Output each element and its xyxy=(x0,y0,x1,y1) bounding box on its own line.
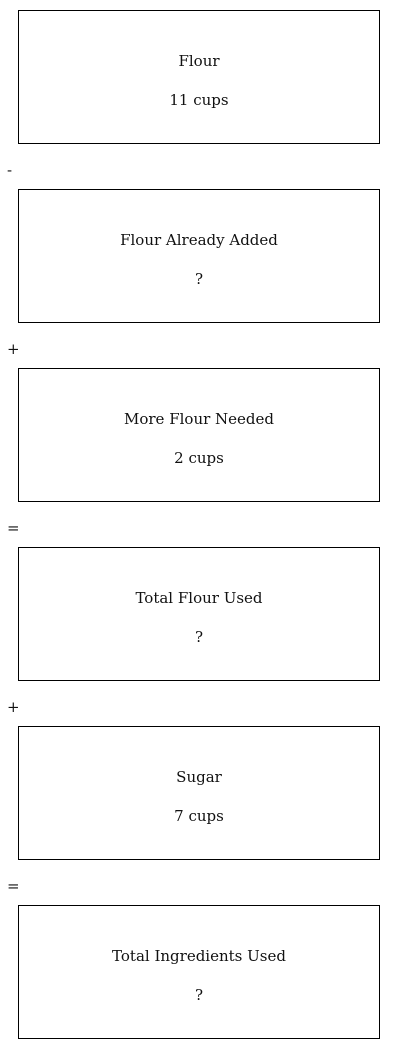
more-flour-needed-box: More Flour Needed 2 cups xyxy=(18,368,380,502)
flour-value: 11 cups xyxy=(169,91,229,109)
flour-already-added-box: Flour Already Added ? xyxy=(18,189,380,323)
flour-already-added-value: ? xyxy=(194,270,204,288)
total-flour-used-value: ? xyxy=(194,628,204,646)
total-ingredients-used-box: Total Ingredients Used ? xyxy=(18,905,380,1039)
total-ingredients-used-label: Total Ingredients Used xyxy=(112,947,286,965)
total-flour-used-label: Total Flour Used xyxy=(135,589,263,607)
plus-operator: + xyxy=(7,340,20,358)
more-flour-needed-value: 2 cups xyxy=(174,449,224,467)
minus-operator: - xyxy=(7,161,13,179)
flour-box: Flour 11 cups xyxy=(18,10,380,144)
flour-already-added-label: Flour Already Added xyxy=(120,231,278,249)
more-flour-needed-label: More Flour Needed xyxy=(124,410,274,428)
equals-operator-2: = xyxy=(7,877,20,895)
equals-operator: = xyxy=(7,519,20,537)
sugar-box: Sugar 7 cups xyxy=(18,726,380,860)
total-ingredients-used-value: ? xyxy=(194,986,204,1004)
sugar-label: Sugar xyxy=(176,768,222,786)
plus-operator-2: + xyxy=(7,698,20,716)
sugar-value: 7 cups xyxy=(174,807,224,825)
total-flour-used-box: Total Flour Used ? xyxy=(18,547,380,681)
flour-label: Flour xyxy=(178,52,220,70)
